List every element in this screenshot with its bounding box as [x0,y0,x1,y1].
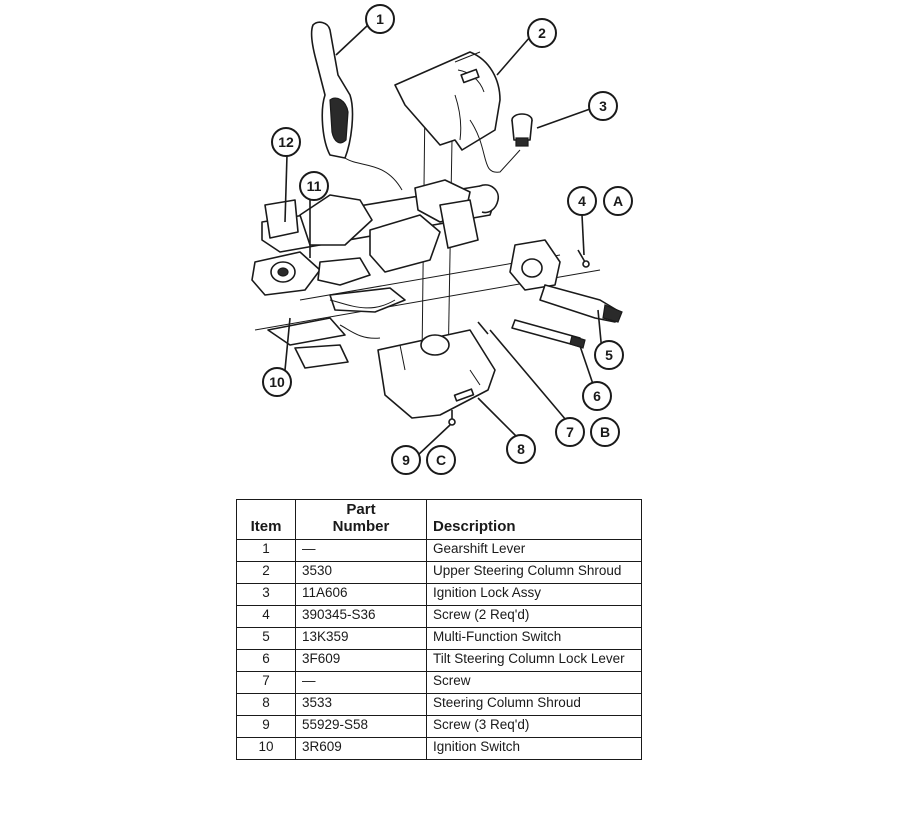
cell-item: 10 [236,737,296,760]
cell-part-number: 55929-S58 [295,715,427,738]
cell-item: 3 [236,583,296,606]
tilt-lock-lever [511,319,586,349]
header-part-line2: Number [332,518,390,535]
svg-text:12: 12 [278,134,294,150]
table-row: 1—Gearshift Lever [236,539,642,562]
cell-description: Ignition Lock Assy [426,583,642,606]
svg-text:A: A [613,193,623,209]
upper-steering-column-shroud [394,51,521,173]
table-row: 7—Screw [236,671,642,694]
screw-part-7 [477,321,489,335]
callout-6: 6 [582,381,612,411]
cell-part-number: — [295,671,427,694]
svg-text:10: 10 [269,374,285,390]
callout-12: 12 [271,127,301,157]
parts-list-table: Item Part Number Description 1—Gearshift… [236,499,642,760]
cell-part-number: — [295,539,427,562]
callout-5: 5 [594,340,624,370]
steering-column-shroud [377,329,496,419]
callout-B: B [590,417,620,447]
screw-part-4 [577,249,590,268]
header-part-number: Part Number [295,499,427,540]
cell-item: 8 [236,693,296,716]
cell-part-number: 13K359 [295,627,427,650]
callout-7: 7 [555,417,585,447]
cell-description: Upper Steering Column Shroud [426,561,642,584]
callout-4: 4 [567,186,597,216]
cell-item: 1 [236,539,296,562]
callout-9: 9 [391,445,421,475]
cell-description: Screw [426,671,642,694]
table-header-row: Item Part Number Description [236,499,642,540]
cell-description: Screw (3 Req'd) [426,715,642,738]
cell-description: Steering Column Shroud [426,693,642,716]
svg-text:3: 3 [599,98,607,114]
callout-1: 1 [365,4,395,34]
cell-item: 7 [236,671,296,694]
callout-2: 2 [527,18,557,48]
cell-part-number: 3F609 [295,649,427,672]
svg-text:5: 5 [605,347,613,363]
gearshift-lever [310,21,403,191]
callout-10: 10 [262,367,292,397]
svg-text:1: 1 [376,11,384,27]
header-description: Description [426,499,642,540]
cell-item: 6 [236,649,296,672]
callout-C: C [426,445,456,475]
cell-description: Tilt Steering Column Lock Lever [426,649,642,672]
cell-description: Gearshift Lever [426,539,642,562]
cell-part-number: 3530 [295,561,427,584]
svg-text:7: 7 [566,424,574,440]
cell-item: 5 [236,627,296,650]
svg-text:2: 2 [538,25,546,41]
cell-part-number: 3533 [295,693,427,716]
cell-description: Screw (2 Req'd) [426,605,642,628]
header-item: Item [236,499,296,540]
cell-item: 9 [236,715,296,738]
cell-item: 2 [236,561,296,584]
callout-A: A [603,186,633,216]
ignition-lock [511,113,533,147]
callout-11: 11 [299,171,329,201]
alignment-line [447,139,453,371]
cell-item: 4 [236,605,296,628]
leader-lines [284,24,603,456]
svg-text:4: 4 [578,193,586,209]
svg-text:6: 6 [593,388,601,404]
cell-part-number: 3R609 [295,737,427,760]
callout-8: 8 [506,434,536,464]
cell-part-number: 11A606 [295,583,427,606]
cell-description: Multi-Function Switch [426,627,642,650]
cell-part-number: 390345-S36 [295,605,427,628]
callout-3: 3 [588,91,618,121]
exploded-parts-diagram: 1 2 3 4 A 5 6 7 B 8 9 C [251,4,633,475]
cell-description: Ignition Switch [426,737,642,760]
svg-text:8: 8 [517,441,525,457]
multi-function-switch [509,239,623,323]
header-part-line1: Part [346,501,376,518]
svg-text:11: 11 [307,178,322,194]
screw-part-9 [448,410,456,426]
svg-text:B: B [600,424,610,440]
svg-text:9: 9 [402,452,410,468]
svg-text:C: C [436,452,446,468]
